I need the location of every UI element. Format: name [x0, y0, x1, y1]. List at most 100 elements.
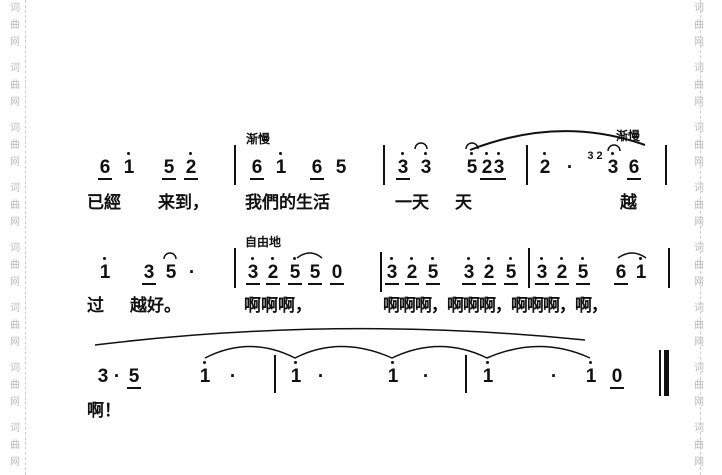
watermark-char: 网	[10, 277, 20, 288]
watermark-char: 词	[694, 363, 704, 374]
dot: ·	[317, 366, 325, 387]
watermark-char: 网	[694, 97, 704, 108]
note: 6	[614, 262, 628, 285]
note: 3	[142, 262, 156, 285]
barline	[234, 145, 236, 185]
watermark-char: 词	[10, 303, 20, 314]
lyric: 天	[455, 193, 472, 213]
watermark-char: 网	[10, 97, 20, 108]
dot: ·	[188, 262, 196, 283]
dot: ·	[229, 366, 237, 387]
lyric: 已經	[87, 193, 121, 213]
watermark-char: 网	[10, 217, 20, 228]
note: 2	[480, 152, 494, 180]
watermark-char: 网	[10, 337, 20, 348]
note: 6	[627, 157, 641, 180]
barline	[668, 248, 670, 288]
watermark-char: 曲	[694, 20, 704, 31]
note: 5	[504, 257, 518, 285]
note: 2	[405, 257, 419, 285]
fermata-icon	[163, 142, 621, 260]
watermark-char: 网	[10, 457, 20, 468]
note: 1	[275, 152, 287, 178]
tempo-mark: 渐慢	[246, 132, 271, 146]
margin-line-right	[700, 0, 701, 475]
note: 5	[335, 157, 347, 178]
tempo-mark: 渐慢	[616, 129, 641, 143]
note: 3	[420, 152, 432, 178]
note: 1	[482, 361, 494, 387]
barline	[383, 145, 385, 185]
barline	[465, 355, 467, 393]
lyric: 越好。	[130, 296, 181, 316]
lyric: 啊啊啊，啊啊啊，啊啊啊，啊，	[383, 296, 608, 316]
watermark-char: 词	[10, 123, 20, 134]
watermark-char: 词	[10, 3, 20, 14]
note: 5	[576, 257, 590, 285]
watermark-char: 词	[694, 123, 704, 134]
watermark-char: 网	[694, 397, 704, 408]
note: 6	[310, 157, 324, 180]
barline	[528, 248, 530, 288]
watermark-char: 曲	[694, 380, 704, 391]
note: 3	[607, 152, 619, 178]
lyric: 越	[620, 193, 637, 213]
watermark-char: 曲	[10, 320, 20, 331]
note: 1	[387, 361, 399, 387]
note: 5	[162, 157, 176, 180]
note: 2	[539, 152, 551, 178]
watermark-char: 曲	[694, 200, 704, 211]
note: 3	[535, 257, 549, 285]
note: 5	[288, 257, 302, 285]
ties	[204, 345, 591, 359]
watermark-char: 曲	[694, 440, 704, 451]
note: 6	[98, 157, 112, 180]
note: 1	[635, 257, 647, 283]
dot: ·	[113, 366, 121, 387]
note: 3	[97, 366, 109, 387]
lyric: 啊啊啊，	[244, 296, 312, 316]
watermark-char: 词	[10, 243, 20, 254]
slur	[617, 252, 647, 259]
barline	[274, 355, 276, 393]
watermark-char: 词	[10, 63, 20, 74]
note: 3	[492, 152, 506, 180]
watermark-char: 词	[694, 243, 704, 254]
dot: ·	[550, 366, 558, 387]
lyric: 一天	[395, 193, 429, 213]
note: 1	[123, 152, 135, 178]
barline	[234, 248, 236, 288]
note: 1	[290, 361, 302, 387]
watermark-char: 曲	[10, 260, 20, 271]
slur	[296, 252, 323, 259]
barline	[380, 252, 382, 292]
watermark-char: 曲	[10, 440, 20, 451]
note: 2	[555, 257, 569, 285]
lyric: 我們的生活	[245, 193, 330, 213]
watermark-char: 网	[694, 217, 704, 228]
slur	[469, 130, 646, 151]
watermark-char: 曲	[694, 140, 704, 151]
note: 6	[250, 157, 264, 180]
note: 2	[482, 257, 496, 285]
watermark-char: 词	[694, 423, 704, 434]
barline	[526, 145, 528, 185]
watermark-char: 网	[694, 157, 704, 168]
watermark-char: 网	[10, 37, 20, 48]
note: 5	[308, 262, 322, 285]
watermark-char: 曲	[10, 380, 20, 391]
note: 3	[385, 257, 399, 285]
lyric: 过	[87, 296, 104, 316]
watermark-char: 词	[10, 363, 20, 374]
tempo-mark: 自由地	[245, 235, 282, 249]
note: 5	[165, 262, 177, 283]
watermark-char: 网	[694, 277, 704, 288]
note: 5	[426, 257, 440, 285]
watermark-char: 曲	[694, 320, 704, 331]
final-barline-thin	[659, 350, 661, 396]
note: 5	[466, 152, 478, 178]
watermark-char: 网	[694, 37, 704, 48]
final-barline-thick	[664, 350, 669, 396]
